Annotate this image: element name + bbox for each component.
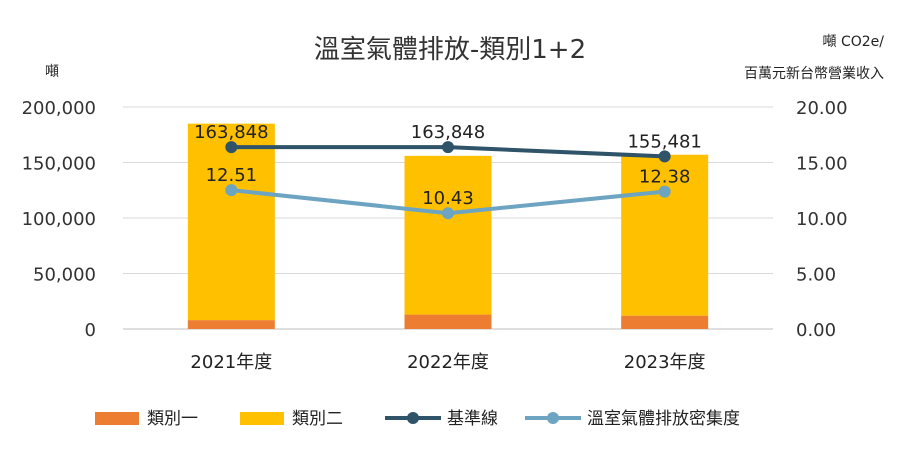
- bar-category1: [621, 315, 709, 329]
- right-tick-label: 15.00: [796, 154, 848, 175]
- intensity-point: [442, 207, 454, 220]
- baseline-data-label: 155,481: [627, 131, 701, 152]
- right-axis-unit-line1: 噸 CO2e/: [823, 34, 885, 50]
- right-tick-label: 5.00: [796, 265, 836, 286]
- left-tick-label: 150,000: [22, 154, 96, 175]
- baseline-data-label: 163,848: [411, 122, 485, 143]
- baseline-point: [225, 141, 238, 154]
- left-tick-label: 200,000: [22, 98, 96, 119]
- right-tick-label: 10.00: [796, 209, 848, 230]
- intensity-data-label: 12.51: [206, 165, 258, 186]
- legend-label: 類別二: [292, 409, 343, 429]
- bar-category1: [404, 314, 492, 329]
- legend-marker: [547, 412, 559, 424]
- baseline-point: [442, 141, 454, 154]
- intensity-data-label: 10.43: [422, 188, 474, 209]
- intensity-point: [658, 185, 671, 198]
- chart-title: 溫室氣體排放-類別1+2: [314, 35, 586, 65]
- legend-swatch: [95, 412, 139, 425]
- left-axis-unit: 噸: [45, 64, 59, 80]
- bar-category2: [621, 154, 709, 316]
- legend-label: 溫室氣體排放密集度: [587, 409, 740, 429]
- legend-label: 類別一: [147, 409, 198, 429]
- left-tick-label: 50,000: [33, 265, 96, 286]
- bar-category1: [187, 320, 275, 329]
- legend-swatch: [240, 412, 284, 425]
- category-label: 2022年度: [407, 352, 489, 373]
- legend-label: 基準線: [447, 409, 498, 429]
- right-tick-label: 20.00: [796, 98, 848, 119]
- right-tick-label: 0.00: [796, 320, 836, 341]
- legend: 類別一 類別二 基準線 溫室氣體排放密集度: [95, 409, 740, 429]
- baseline-data-label: 163,848: [194, 122, 268, 143]
- bar-category2: [404, 155, 492, 315]
- intensity-point: [225, 184, 238, 197]
- left-tick-label: 0: [85, 320, 96, 341]
- category-label: 2023年度: [624, 352, 706, 373]
- right-axis-unit-line2: 百萬元新台幣營業收入: [744, 66, 884, 82]
- bar-category2: [187, 123, 275, 321]
- line-series: [225, 141, 671, 220]
- data-labels: 163,848 163,848 155,481 12.51 10.43 12.38: [194, 122, 702, 209]
- category-label: 2021年度: [190, 352, 272, 373]
- baseline-point: [658, 150, 671, 163]
- axis-ticks: 0 50,000 100,000 150,000 200,000 0.00 5.00 10.0…: [22, 98, 848, 373]
- bar-series: [187, 123, 709, 329]
- intensity-data-label: 12.38: [639, 167, 691, 188]
- left-tick-label: 100,000: [22, 209, 96, 230]
- legend-marker: [407, 412, 419, 424]
